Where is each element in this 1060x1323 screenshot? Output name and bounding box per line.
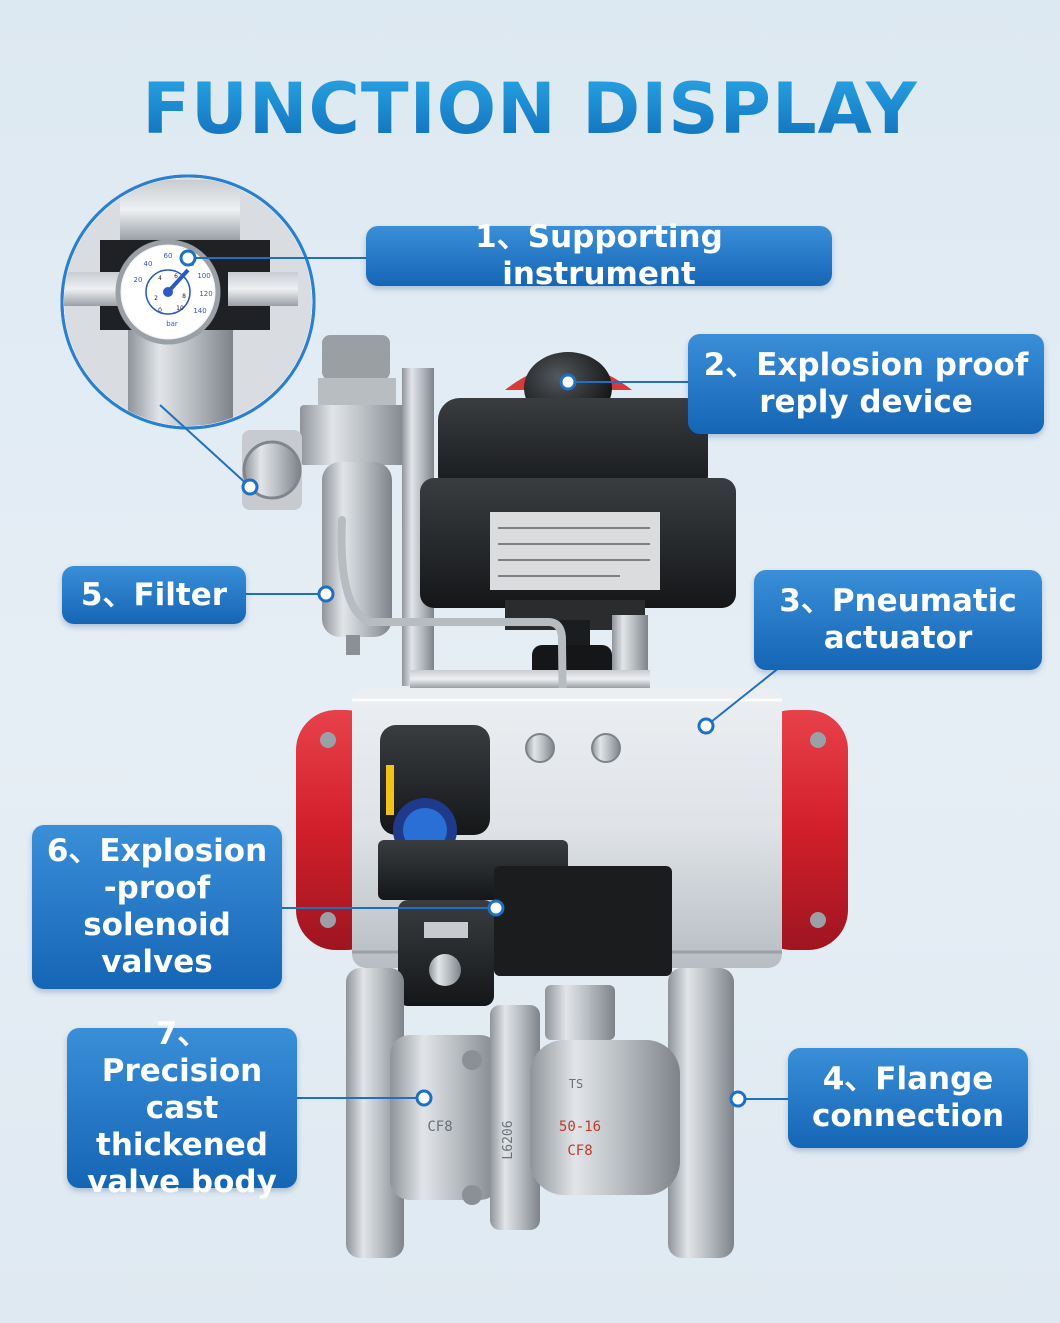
- gauge-tick: 10: [176, 305, 184, 312]
- gauge-tick: 20: [134, 276, 143, 284]
- label-text: 2、Explosion proof reply device: [703, 347, 1029, 420]
- callout-dot: [697, 717, 715, 735]
- page-title: FUNCTION DISPLAY: [0, 68, 1060, 150]
- gauge-tick: 40: [144, 260, 153, 268]
- callout-dot: [415, 1089, 433, 1107]
- label-text: 3、Pneumatic actuator: [779, 583, 1017, 656]
- solenoid-valve: [378, 725, 672, 1006]
- callout-dot: [729, 1090, 747, 1108]
- gauge-tick: 140: [193, 307, 206, 315]
- label-filter: 5、Filter: [62, 566, 246, 624]
- gauge-zoom-circle: 60 40 80 100 120 140 20 2 4 6 8 10 0 bar: [60, 174, 316, 430]
- gauge-tick: 2: [154, 295, 158, 302]
- callout-dot: [317, 585, 335, 603]
- label-flange-connection: 4、Flange connection: [788, 1048, 1028, 1148]
- label-reply-device: 2、Explosion proof reply device: [688, 334, 1044, 434]
- callout-dot: [559, 373, 577, 391]
- label-text: 1、Supporting instrument: [475, 219, 723, 292]
- gauge-tick: 60: [164, 252, 173, 260]
- gauge-tick: 4: [158, 275, 162, 282]
- body-marking: CF8: [567, 1143, 592, 1159]
- label-text: 4、Flange connection: [811, 1061, 1005, 1134]
- label-valve-body: 7、Precision cast thickened valve body: [67, 1016, 297, 1200]
- callout-dots: [179, 249, 747, 1108]
- label-text: 7、Precision cast thickened valve body: [87, 1015, 277, 1200]
- body-marking: CF8: [427, 1119, 452, 1135]
- body-marking: L6206: [501, 1120, 516, 1159]
- label-pneumatic-actuator: 3、Pneumatic actuator: [754, 570, 1042, 670]
- gauge-tick: 100: [197, 272, 210, 280]
- valve-body: CF8 L6206 50-16 CF8 TS: [346, 968, 734, 1258]
- callout-lines: [159, 257, 796, 1100]
- gauge-tick: 0: [158, 307, 162, 314]
- gauge-tick: 120: [199, 290, 212, 298]
- label-text: 6、Explosion -proof solenoid valves: [46, 833, 268, 980]
- label-solenoid-valves: 6、Explosion -proof solenoid valves: [32, 825, 282, 989]
- callout-dot: [487, 899, 505, 917]
- gauge-unit: bar: [166, 320, 178, 328]
- gauge-tick: 6: [174, 273, 178, 280]
- label-text: 5、Filter: [80, 576, 228, 613]
- callout-dot: [241, 478, 259, 496]
- label-supporting-instrument: 1、Supporting instrument: [366, 219, 832, 292]
- body-marking: TS: [569, 1077, 583, 1091]
- callout-dot: [179, 249, 197, 267]
- gauge-tick: 8: [182, 293, 186, 300]
- body-marking: 50-16: [559, 1119, 601, 1135]
